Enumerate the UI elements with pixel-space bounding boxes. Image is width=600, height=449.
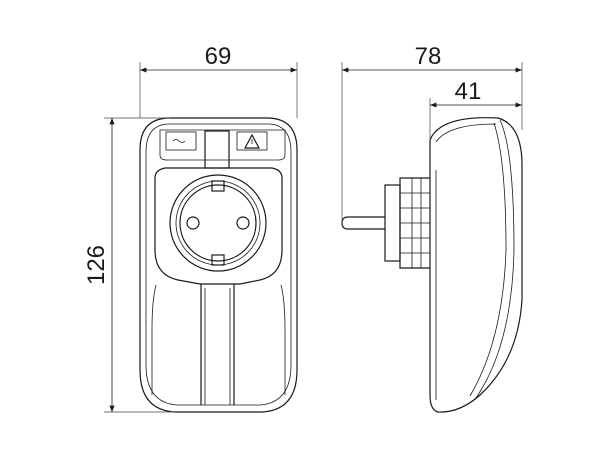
center-indicator-window bbox=[204, 130, 230, 169]
warning-triangle-icon bbox=[243, 133, 261, 149]
plug-ribs bbox=[400, 178, 430, 268]
socket-face bbox=[179, 184, 257, 262]
tilde-icon bbox=[172, 139, 186, 143]
side-front-curve bbox=[475, 119, 515, 399]
front-face-inner-outline bbox=[145, 123, 292, 406]
depth-body-label: 41 bbox=[455, 78, 482, 105]
front-housing-outline bbox=[139, 117, 298, 413]
indicator-right-window bbox=[236, 131, 268, 151]
lower-channel-inner bbox=[204, 288, 231, 405]
width-label: 69 bbox=[205, 43, 232, 70]
height-dimension: 126 bbox=[83, 117, 175, 413]
plug-pin bbox=[341, 216, 385, 230]
front-view bbox=[139, 117, 298, 413]
side-body-outline bbox=[429, 117, 523, 413]
socket-outer-ring bbox=[169, 174, 267, 272]
pin-hole-right bbox=[236, 216, 250, 230]
width-dimension: 69 bbox=[139, 43, 298, 118]
socket-recess bbox=[175, 180, 261, 266]
front-side-rail-right bbox=[280, 284, 286, 395]
socket-surround bbox=[154, 167, 283, 285]
indicator-panel bbox=[159, 129, 286, 161]
side-front-curve-inner bbox=[469, 122, 507, 397]
plug-collar bbox=[384, 184, 401, 262]
lower-channel bbox=[200, 284, 235, 405]
depth-total-dimension: 78 bbox=[341, 43, 523, 223]
height-label: 126 bbox=[83, 245, 110, 285]
front-side-rail-left bbox=[151, 284, 157, 395]
depth-body-dimension: 41 bbox=[429, 78, 522, 140]
earth-clip-bottom bbox=[211, 254, 225, 266]
earth-clip-top bbox=[211, 180, 225, 192]
side-view bbox=[341, 117, 523, 413]
indicator-left-window bbox=[165, 131, 197, 151]
depth-total-label: 78 bbox=[415, 43, 442, 70]
side-body-inner-edge bbox=[435, 123, 497, 143]
pin-hole-left bbox=[186, 216, 200, 230]
